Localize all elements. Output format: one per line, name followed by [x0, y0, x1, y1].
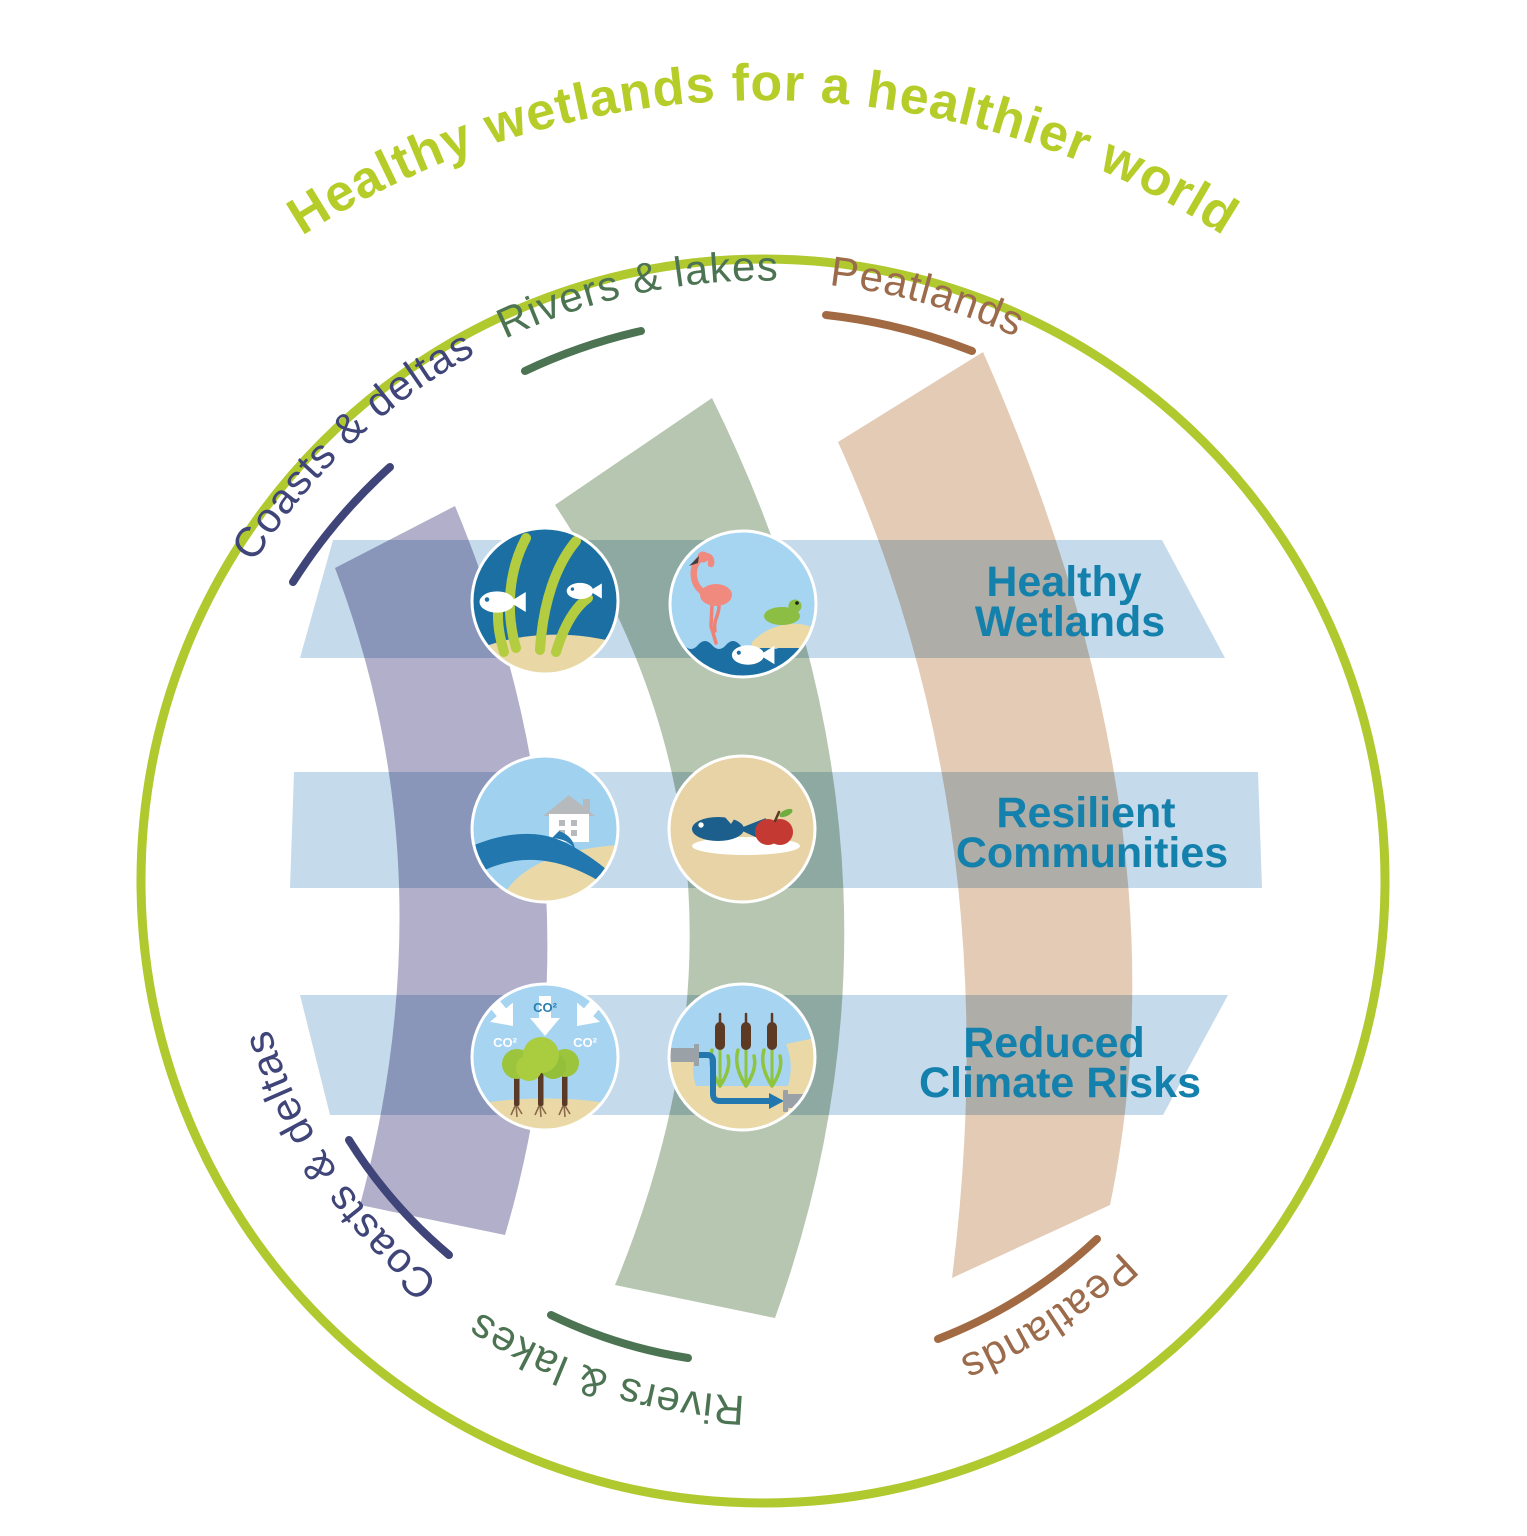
page-title: Healthy wetlands for a healthier world: [278, 54, 1249, 246]
icon-rim: [667, 982, 817, 1132]
seagrass-fish-icon: [472, 528, 618, 674]
outcome-resilient-communities: Resilient Communities: [956, 789, 1228, 877]
co2-label: CO²: [493, 1035, 518, 1050]
fish-apple-plate-icon: [669, 756, 815, 902]
underline-coasts-deltas-top: [289, 463, 394, 586]
underline-rivers-lakes-top: [521, 327, 645, 375]
underline-rivers-lakes-bottom: [547, 1311, 692, 1362]
co2-label: CO²: [533, 1000, 558, 1015]
icon-rim: [470, 754, 620, 904]
underline-peatlands-top: [822, 311, 976, 355]
underline-peatlands-bottom: [934, 1235, 1101, 1343]
co2-trees-icon: CO² CO² CO²: [472, 984, 618, 1130]
label-rivers-lakes-bottom: Rivers & lakes: [459, 1304, 746, 1435]
icon-rim: [470, 526, 620, 676]
icon-rim: [668, 529, 818, 679]
underline-coasts-deltas-bottom: [345, 1136, 453, 1259]
outcome-healthy-wetlands: Healthy Wetlands: [975, 558, 1165, 646]
icon-rim: [667, 754, 817, 904]
label-peatlands-top: Peatlands: [828, 247, 1032, 346]
globe-outline-circle: [136, 254, 1390, 1508]
reeds-pipes-filtration-icon: [669, 984, 815, 1130]
outcome-reduced-climate-risks: Reduced Climate Risks: [919, 1019, 1201, 1107]
icon-rim: [470, 982, 620, 1132]
co2-label: CO²: [573, 1035, 598, 1050]
